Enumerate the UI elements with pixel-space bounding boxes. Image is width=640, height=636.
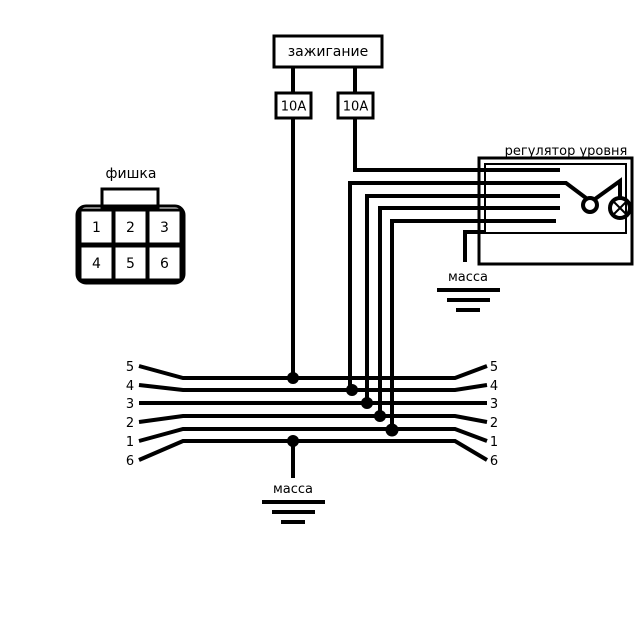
regulator-label: регулятор уровня — [505, 144, 628, 159]
junction-dot — [361, 397, 373, 409]
connector-pin-label: 3 — [160, 220, 169, 236]
junction-dot — [374, 410, 386, 422]
connector-body — [75, 204, 186, 285]
harness-right-label: 4 — [490, 379, 498, 394]
regulator-outer-box — [477, 156, 634, 266]
harness-left-label: 1 — [126, 435, 134, 450]
harness-right-label: 2 — [490, 416, 498, 431]
regulator-ground: масса — [437, 230, 500, 312]
junction-dot — [287, 372, 299, 384]
ignition-label: зажигание — [288, 44, 369, 60]
harness-left-label: 2 — [126, 416, 134, 431]
junction-dot — [385, 423, 399, 437]
switch-contact-icon — [581, 196, 599, 214]
connector-pin-label: 5 — [126, 256, 135, 272]
connector-pin-label: 4 — [92, 256, 101, 272]
wire-harness-3-to-regulator — [365, 194, 484, 403]
regulator-wire-2 — [484, 181, 588, 200]
harness-ground: масса — [262, 441, 325, 524]
harness-wire-4 — [138, 383, 488, 392]
fuse-1-label: 10A — [281, 100, 307, 115]
lamp-cross-b — [612, 200, 628, 216]
connector-pin-cell-3 — [146, 208, 183, 246]
ignition-box — [272, 34, 384, 69]
wire-harness-2-to-regulator — [378, 206, 484, 416]
harness-left-label: 3 — [126, 397, 134, 412]
harness-right-label: 1 — [490, 435, 498, 450]
harness-wire-5 — [138, 364, 488, 380]
connector-label: фишка — [106, 166, 157, 182]
level-regulator: регулятор уровня — [477, 144, 634, 266]
lamp-circle — [608, 196, 632, 220]
fuse-2-label: 10A — [343, 100, 369, 115]
harness-right-label: 3 — [490, 397, 498, 412]
ground-symbol-icon — [262, 500, 325, 524]
harness-wire-2 — [138, 414, 488, 424]
harness-left-label: 6 — [126, 454, 134, 469]
wire-harness-4-to-regulator — [348, 181, 484, 390]
connector-pin-label: 1 — [92, 220, 101, 236]
harness-left-label: 5 — [126, 360, 134, 375]
harness-left-label: 4 — [126, 379, 134, 394]
connector-pin-cell-6 — [146, 244, 183, 282]
wiring-harness: 5 4 3 2 1 6 5 4 3 2 1 6 — [126, 360, 498, 469]
harness-wire-6 — [138, 439, 489, 462]
ignition-block: зажигание — [272, 34, 384, 69]
connector: фишка 1 2 3 4 5 6 — [75, 166, 186, 285]
wire-regulator-to-ground — [463, 230, 485, 262]
harness-right-label: 5 — [490, 360, 498, 375]
junction-dot — [346, 384, 358, 396]
harness-ground-label: масса — [273, 482, 313, 497]
connector-pin-label: 6 — [160, 256, 169, 272]
switch-lever — [593, 177, 622, 201]
connector-pin-label: 2 — [126, 220, 135, 236]
regulator-ground-label: масса — [448, 270, 488, 285]
harness-wire-1 — [138, 427, 488, 443]
ground-symbol-icon — [437, 288, 500, 312]
lamp-icon — [608, 196, 632, 220]
wire-fuse-2-to-regulator — [353, 118, 484, 172]
harness-right-label: 6 — [490, 454, 498, 469]
wire-harness-1-to-regulator — [390, 219, 484, 429]
